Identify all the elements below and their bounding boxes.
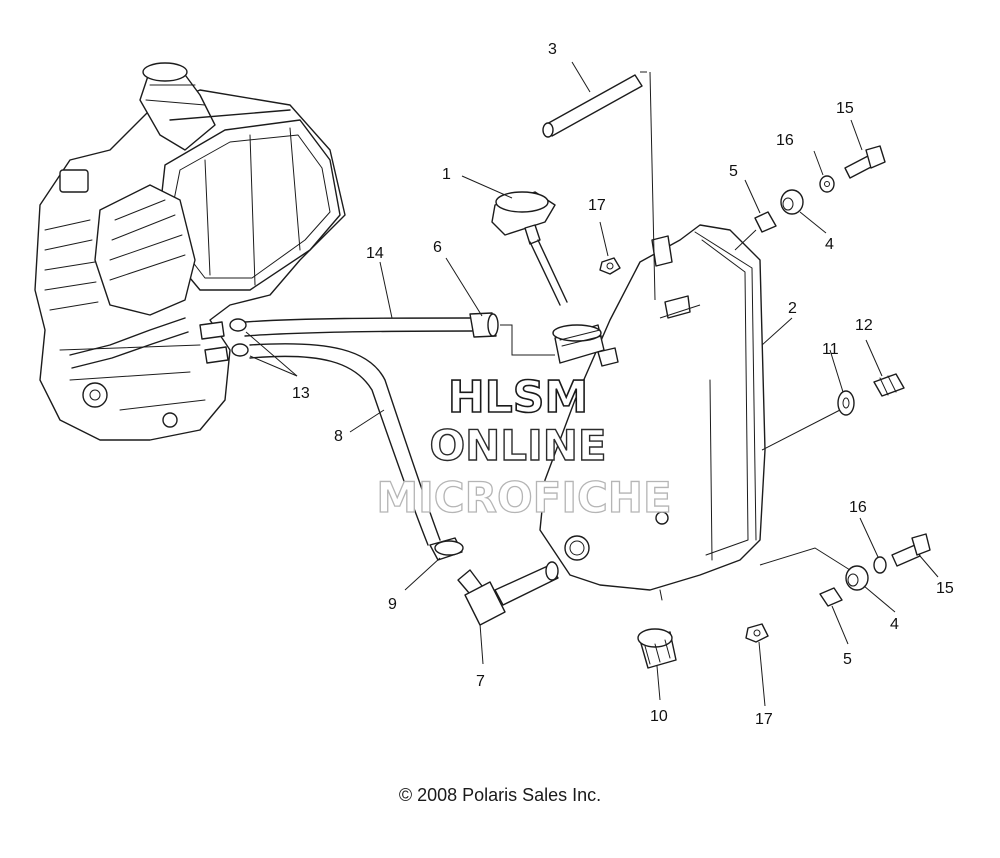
washer-11: [837, 390, 855, 416]
washer-16-top: [819, 175, 835, 193]
callout-labels: 1 2 3 4 4 5 5 6 7 8 9 10 11 12 13 14 15 …: [292, 41, 954, 728]
callout-2: 2: [788, 300, 797, 317]
engine-assembly: [34, 62, 346, 441]
callout-13: 13: [292, 385, 310, 402]
copyright-notice: © 2008 Polaris Sales Inc.: [398, 785, 602, 805]
clamp-6: [469, 312, 499, 338]
callout-8: 8: [334, 428, 343, 445]
callout-12: 12: [855, 317, 873, 334]
watermark-line-2: ONLINE: [429, 421, 606, 470]
grommet-4-top: [780, 189, 804, 215]
callout-4-top: 4: [825, 236, 834, 253]
callout-4-bottom: 4: [890, 616, 899, 633]
nut-17-bottom: [745, 623, 769, 643]
callout-17-top: 17: [588, 197, 606, 214]
callout-6: 6: [433, 239, 442, 256]
dipstick-cap-1: [491, 191, 568, 306]
drain-plug-10: [637, 628, 677, 669]
bolt-15-top: [844, 145, 886, 179]
bushing-5-top: [754, 211, 777, 233]
watermark: HLSM ONLINE MICROFICHE: [376, 371, 673, 522]
washer-16-bottom: [873, 556, 887, 574]
clamp-9: [429, 537, 464, 561]
callout-15-top: 15: [836, 100, 854, 117]
callout-16-top: 16: [776, 132, 794, 149]
callout-9: 9: [388, 596, 397, 613]
callout-11: 11: [822, 341, 839, 358]
bolt-15-bottom: [891, 533, 931, 567]
hose-14: [244, 317, 473, 337]
callout-5-top: 5: [729, 163, 738, 180]
watermark-line-1: HLSM: [448, 372, 588, 423]
hose-8: [249, 343, 441, 546]
callout-5-bottom: 5: [843, 651, 852, 668]
nut-17-top: [599, 257, 621, 275]
callout-7: 7: [476, 673, 485, 690]
elbow-fitting-7: [457, 561, 559, 626]
callout-1: 1: [442, 166, 451, 183]
callout-3: 3: [548, 41, 557, 58]
leader-lines: [245, 61, 939, 707]
callout-17-bottom: 17: [755, 711, 773, 728]
grommet-4-bottom: [845, 565, 869, 591]
callout-15-bottom: 15: [936, 580, 954, 597]
fitting-12: [873, 373, 905, 397]
callout-14: 14: [366, 245, 384, 262]
oil-tank-2: [539, 224, 766, 601]
callout-10: 10: [650, 708, 668, 725]
bushing-5-bottom: [819, 587, 843, 607]
watermark-line-3: MICROFICHE: [376, 473, 671, 522]
vent-tube-3: [542, 74, 643, 138]
callout-16-bottom: 16: [849, 499, 867, 516]
